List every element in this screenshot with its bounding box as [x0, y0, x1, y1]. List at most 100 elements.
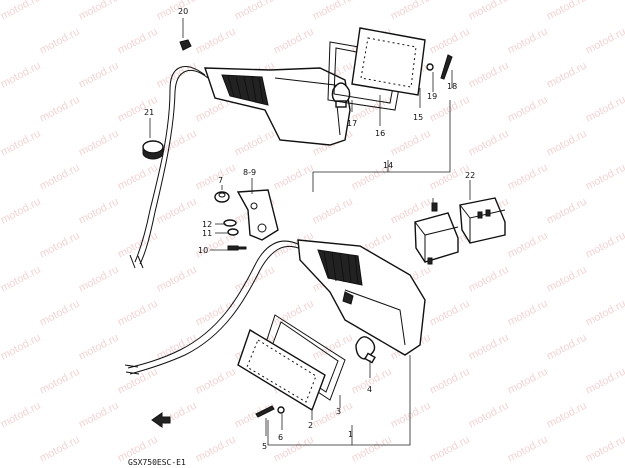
callout-15: 16: [375, 129, 385, 138]
watermark-text: motod.ru: [506, 366, 550, 397]
callout-7: 7: [218, 176, 223, 185]
relay-21-icon: [459, 197, 506, 244]
diagram-code: GSX750ESC-E1: [128, 458, 186, 467]
watermark-text: motod.ru: [0, 196, 43, 227]
watermark-text: motod.ru: [584, 298, 625, 329]
watermark-text: motod.ru: [428, 434, 472, 465]
watermark-text: motod.ru: [77, 128, 121, 159]
watermark-text: motod.ru: [155, 196, 199, 227]
screw-5-icon: [255, 405, 275, 418]
front-direction-arrow-icon: [151, 412, 171, 428]
callout-4: 4: [367, 385, 372, 394]
watermark-text: motod.ru: [506, 434, 550, 465]
watermark-text: motod.ru: [389, 400, 433, 431]
watermark-text: motod.ru: [389, 0, 433, 23]
watermark-text: motod.ru: [0, 400, 43, 431]
watermark-text: motod.ru: [350, 434, 394, 465]
watermark-text: motod.ru: [194, 162, 238, 193]
bulb-4-icon: [355, 336, 376, 364]
watermark-text: motod.ru: [467, 0, 511, 23]
watermark-text: motod.ru: [77, 60, 121, 91]
callout-1: 1: [348, 430, 353, 439]
watermark-text: motod.ru: [272, 298, 316, 329]
watermark-text: motod.ru: [506, 162, 550, 193]
watermark-text: motod.ru: [38, 298, 82, 329]
nut-7-icon: [214, 191, 230, 203]
watermark-text: motod.ru: [584, 94, 625, 125]
watermark-text: motod.ru: [38, 162, 82, 193]
watermark-text: motod.ru: [506, 230, 550, 261]
watermark-text: motod.ru: [155, 264, 199, 295]
watermark-text: motod.ru: [623, 0, 625, 23]
watermark-text: motod.ru: [0, 264, 43, 295]
watermark-text: motod.ru: [272, 162, 316, 193]
lens-2-icon: [237, 328, 326, 412]
callout-12: 12: [202, 220, 212, 229]
lens-14-icon: [351, 27, 426, 96]
callout-11: 11: [202, 229, 212, 238]
watermark-text: motod.ru: [467, 332, 511, 363]
cushion-20-icon: [142, 140, 164, 160]
watermark-text: motod.ru: [584, 366, 625, 397]
callout-20: 21: [144, 108, 154, 117]
watermark-text: motod.ru: [116, 298, 160, 329]
watermark-text: motod.ru: [155, 0, 199, 23]
upper-turn-signal-housing: [204, 67, 351, 146]
watermark-text: motod.ru: [77, 264, 121, 295]
watermark-text: motod.ru: [194, 434, 238, 465]
watermark-text: motod.ru: [0, 60, 43, 91]
watermark-text: motod.ru: [77, 400, 121, 431]
upper-wire-harness: [134, 66, 206, 263]
watermark-text: motod.ru: [38, 94, 82, 125]
watermark-text: motod.ru: [116, 26, 160, 57]
watermark-text: motod.ru: [506, 298, 550, 329]
watermark-text: motod.ru: [233, 0, 277, 23]
washer-11-icon: [227, 228, 239, 236]
watermark-text: motod.ru: [467, 128, 511, 159]
grommet-19-icon: [179, 39, 192, 51]
watermark-text: motod.ru: [77, 196, 121, 227]
watermark-text: motod.ru: [194, 366, 238, 397]
watermark-text: motod.ru: [77, 332, 121, 363]
watermark-text: motod.ru: [311, 400, 355, 431]
relay-22-icon: [414, 202, 459, 265]
watermark-text: motod.ru: [311, 196, 355, 227]
watermark-text: motod.ru: [116, 366, 160, 397]
watermark-text: motod.ru: [116, 162, 160, 193]
watermark-text: motod.ru: [545, 196, 589, 227]
watermark-text: motod.ru: [428, 366, 472, 397]
watermark-text: motod.ru: [467, 60, 511, 91]
washer-6-icon: [277, 406, 285, 414]
watermark-text: motod.ru: [545, 400, 589, 431]
watermark-text: motod.ru: [428, 26, 472, 57]
callout-5: 5: [262, 442, 267, 451]
watermark-text: motod.ru: [311, 0, 355, 23]
callout-14: 15: [413, 113, 423, 122]
watermark-text: motod.ru: [0, 0, 43, 23]
watermark-text: motod.ru: [38, 434, 82, 465]
watermark-text: motod.ru: [233, 264, 277, 295]
watermark-text: motod.ru: [155, 60, 199, 91]
watermark-text: motod.ru: [0, 332, 43, 363]
watermark-text: motod.ru: [545, 128, 589, 159]
watermark-text: motod.ru: [545, 60, 589, 91]
watermark-text: motod.ru: [584, 162, 625, 193]
watermark-text: motod.ru: [77, 0, 121, 23]
watermark-text: motod.ru: [194, 26, 238, 57]
watermark-text: motod.ru: [38, 366, 82, 397]
callout-10: 10: [198, 246, 208, 255]
callout-6: 6: [278, 433, 283, 442]
callout-8-9: 8-9: [243, 168, 256, 177]
watermark-text: motod.ru: [38, 230, 82, 261]
watermark-text: motod.ru: [233, 128, 277, 159]
lower-wire-harness: [127, 240, 301, 369]
bracket-8-9-icon: [236, 189, 279, 241]
watermark-text: motod.ru: [467, 264, 511, 295]
watermark-text: motod.ru: [428, 298, 472, 329]
watermark-text: motod.ru: [584, 26, 625, 57]
washer-18-icon: [426, 63, 434, 71]
bulb-16-icon: [331, 82, 351, 108]
watermark-text: motod.ru: [0, 128, 43, 159]
watermark-text: motod.ru: [545, 0, 589, 23]
